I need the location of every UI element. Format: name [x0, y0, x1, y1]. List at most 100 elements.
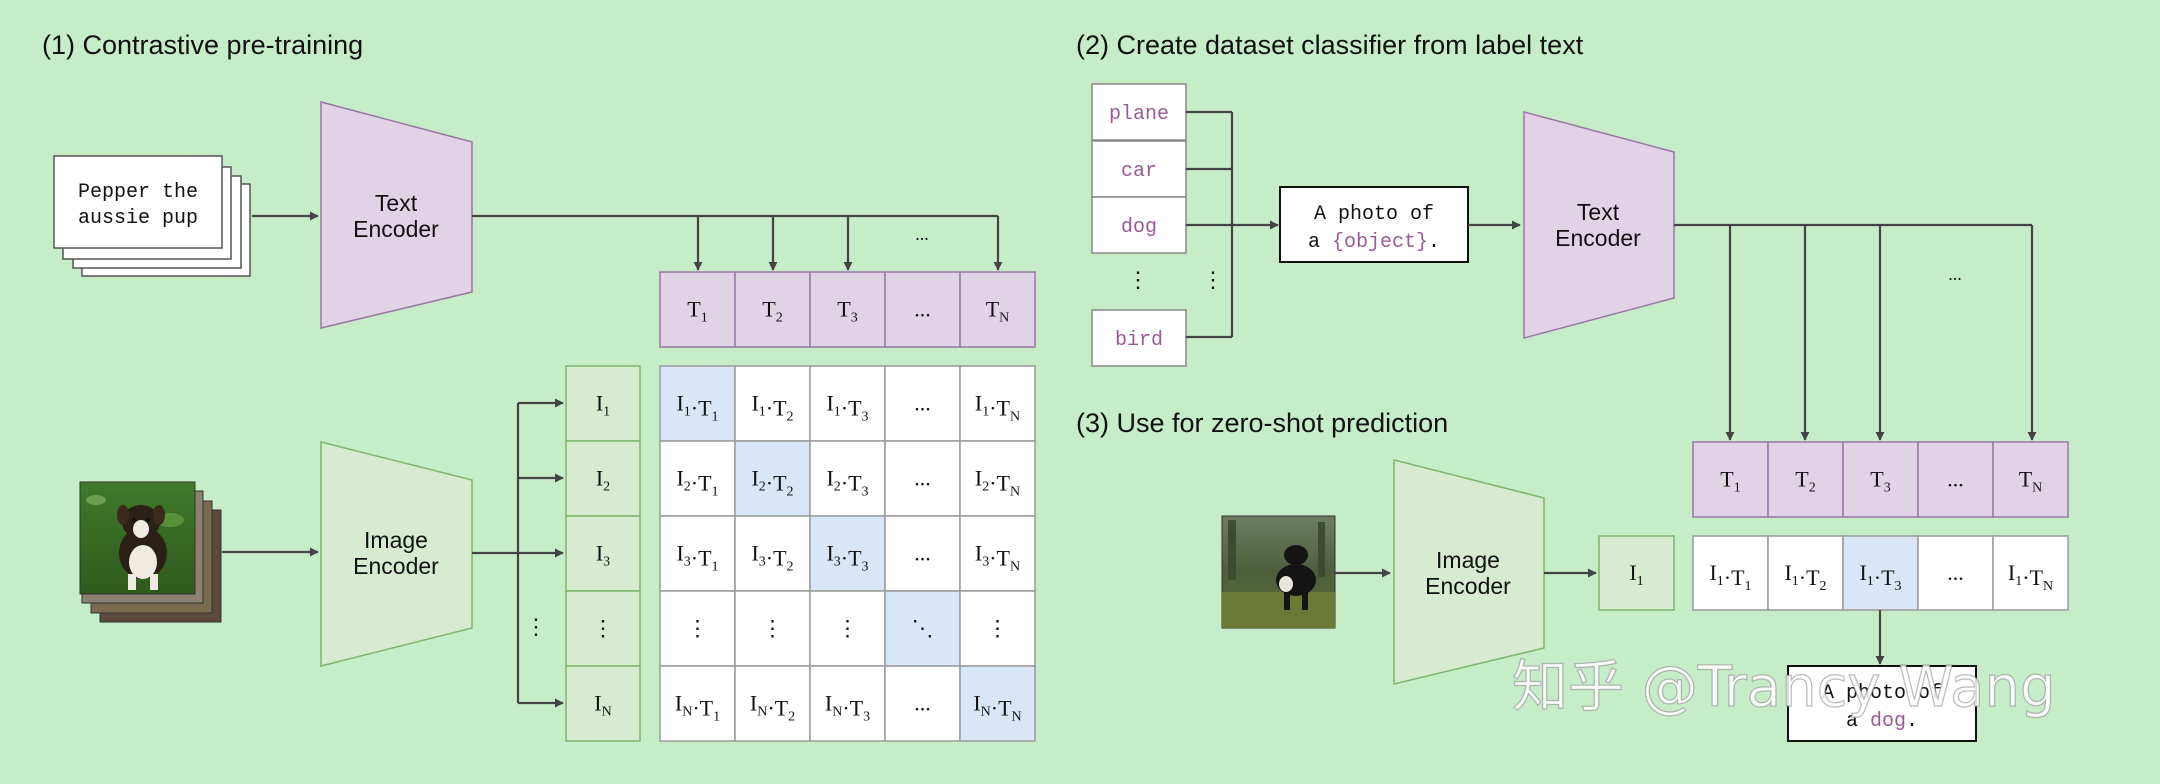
- text-feature-arrows-2: [1674, 223, 2037, 441]
- matrix-cell: [959, 590, 1036, 667]
- image-encoder-label-line2: Encoder: [353, 553, 439, 579]
- image-feature-arrows: [472, 398, 564, 708]
- text-feature-cell: [809, 271, 886, 348]
- class-label-box: [1091, 196, 1187, 254]
- matrix-cell-label: I1·T2: [751, 391, 793, 425]
- text-feature-label: ...: [914, 297, 931, 322]
- input-image-stack: [79, 481, 222, 623]
- image-encoder-2-label-line2: Encoder: [1425, 573, 1511, 599]
- text-feature-cell: [734, 271, 811, 348]
- query-image: [1221, 515, 1336, 629]
- matrix-cell: [809, 365, 886, 442]
- class-label-text: dog: [1121, 216, 1157, 239]
- matrix-cell: [659, 515, 736, 592]
- matrix-cell-label: IN·TN: [973, 691, 1021, 725]
- matrix-cell: [884, 440, 961, 517]
- class-label-box: [1091, 83, 1187, 141]
- image-feature-vdots: ⋮: [525, 614, 547, 639]
- image-encoder-2-label-line1: Image: [1436, 547, 1500, 573]
- prompt-template-line2: a {object}.: [1308, 231, 1440, 254]
- matrix-cell-label: IN·T2: [750, 691, 795, 725]
- text-encoder-label-line1: Text: [375, 190, 418, 216]
- matrix-cell-label: ⋮: [987, 616, 1009, 641]
- matrix-cell: [809, 590, 886, 667]
- input-text-stack: Pepper the aussie pup: [53, 155, 251, 277]
- matrix-cell: [659, 440, 736, 517]
- text-feature-cell: [884, 271, 961, 348]
- matrix-cell: [659, 590, 736, 667]
- matrix-cell-label: ⋮: [687, 616, 709, 641]
- image-feature-label: I2: [596, 466, 610, 495]
- matrix-cell-label: I1·T1: [676, 391, 718, 425]
- score-cell-label: ...: [1947, 560, 1964, 585]
- matrix-cell-label: I1·T3: [826, 391, 868, 425]
- label-bracket: [1186, 110, 1279, 339]
- text-feature-arrows: [472, 214, 1003, 271]
- matrix-cell-label: I2·T1: [676, 466, 718, 500]
- matrix-cell-label: IN·T3: [825, 691, 870, 725]
- matrix-cell-label: ...: [914, 466, 931, 491]
- image-feature-cell: [565, 590, 641, 667]
- score-cell-label: I1·T2: [1784, 560, 1826, 594]
- class-text-feature-cell: [1692, 441, 1769, 518]
- matrix-cell: [884, 515, 961, 592]
- prediction-box: [1787, 665, 1977, 742]
- score-cell: [1767, 535, 1844, 611]
- text-feature-ellipsis-2: ...: [1948, 264, 1962, 284]
- matrix-cell: [959, 365, 1036, 442]
- label-vdots-left: ⋮: [1127, 267, 1149, 292]
- score-cell: [1692, 535, 1769, 611]
- class-text-feature-cell: [1842, 441, 1919, 518]
- matrix-cell-label: ⋮: [762, 616, 784, 641]
- prompt-template-line1: A photo of: [1314, 203, 1434, 226]
- text-feature-label: TN: [986, 297, 1010, 326]
- label-vdots-right: ⋮: [1202, 267, 1224, 292]
- matrix-cell-label: ⋱: [912, 616, 934, 641]
- text-feature-cell: [959, 271, 1036, 348]
- class-text-feature-label: T1: [1720, 467, 1740, 496]
- matrix-cell: [659, 665, 736, 742]
- text-feature-ellipsis: ...: [915, 224, 929, 244]
- class-text-feature-label: T3: [1870, 467, 1890, 496]
- matrix-cell-label: I2·TN: [975, 466, 1020, 500]
- matrix-cell: [734, 590, 811, 667]
- section-title-classifier: (2) Create dataset classifier from label…: [1076, 30, 1584, 60]
- matrix-cell-diagonal: [959, 665, 1036, 742]
- matrix-cell: [734, 665, 811, 742]
- query-feature-label: I1: [1629, 560, 1643, 589]
- matrix-cell-label: ...: [914, 391, 931, 416]
- matrix-cell-label: I2·T2: [751, 466, 793, 500]
- watermark: 知乎 @Trancy Wang: [1512, 655, 2055, 720]
- text-feature-label: T2: [762, 297, 782, 326]
- matrix-cell: [959, 440, 1036, 517]
- text-encoder-block-2: [1523, 111, 1675, 339]
- score-cell-label: I1·TN: [2008, 560, 2053, 594]
- matrix-cell-label: I1·TN: [975, 391, 1020, 425]
- image-feature-label: IN: [594, 691, 611, 720]
- section-title-zero-shot: (3) Use for zero-shot prediction: [1076, 408, 1448, 438]
- matrix-cell-label: ...: [914, 691, 931, 716]
- class-label-text: car: [1121, 160, 1157, 183]
- matrix-cell: [959, 515, 1036, 592]
- matrix-cell-label: ...: [914, 541, 931, 566]
- text-feature-label: T3: [837, 297, 857, 326]
- text-feature-label: T1: [687, 297, 707, 326]
- prediction-line1: A photo of: [1822, 682, 1942, 705]
- matrix-cell-label: I3·T3: [826, 541, 868, 575]
- matrix-cell: [884, 665, 961, 742]
- input-text-line2: aussie pup: [78, 207, 198, 230]
- class-label-text: plane: [1109, 103, 1169, 126]
- score-cell: [1917, 535, 1994, 611]
- image-feature-cell: [565, 665, 641, 742]
- score-cell-selected: [1842, 535, 1919, 611]
- image-feature-cell: [565, 440, 641, 517]
- image-encoder-block-2: [1393, 459, 1545, 685]
- class-text-feature-cell: [1992, 441, 2069, 518]
- prediction-line2: a dog.: [1846, 710, 1918, 733]
- text-feature-cell: [659, 271, 736, 348]
- image-feature-label: I1: [596, 391, 610, 420]
